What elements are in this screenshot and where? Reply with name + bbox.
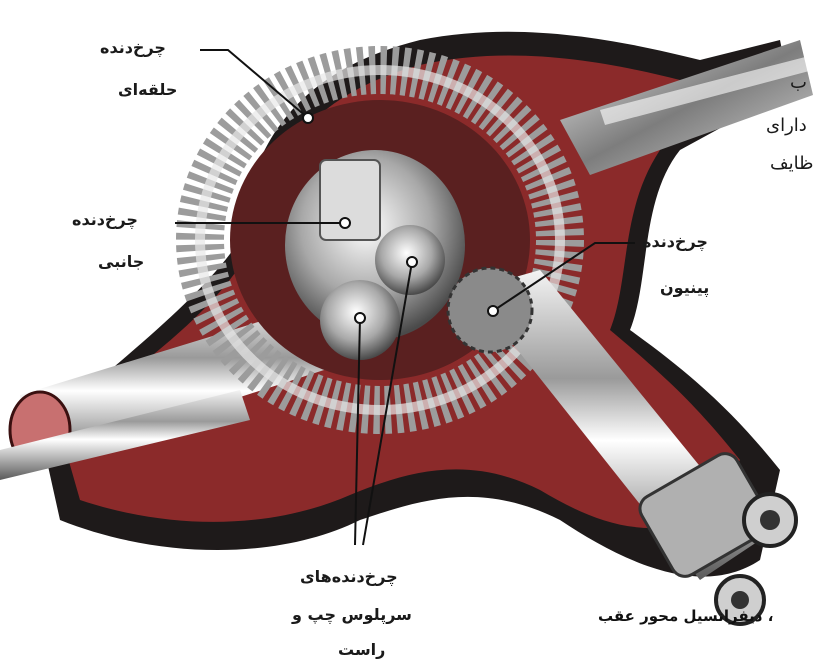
side-text-line1: ب [790,72,807,93]
spider-gear-marker-2 [407,257,417,267]
side-gear-label-line1: چرخ‌دنده [72,210,138,229]
spider-gear-marker-1 [355,313,365,323]
ring-gear-label-line1: چرخ‌دنده [100,38,166,57]
pinion-marker [488,306,498,316]
spider-gears-label-line2: سرپلوس چپ و [292,605,412,624]
spider-gears-label-line3: راست [338,640,385,659]
side-gear-label-line2: جانبی [98,252,144,271]
pinion-gear-label-line2: پینیون [660,278,709,297]
spider-gears-label-line1: چرخ‌دنده‌های [300,567,398,586]
side-text-line3: ظایف [770,153,813,174]
ring-gear-marker [303,113,313,123]
ring-gear-label-line2: حلقه‌ای [118,80,177,99]
side-gear-marker [340,218,350,228]
side-text-line2: دارای [766,115,807,136]
pinion-gear-label-line1: چرخ‌دنده [642,232,708,251]
figure-caption: ، دیفرانسیل محور عقب [598,607,773,625]
